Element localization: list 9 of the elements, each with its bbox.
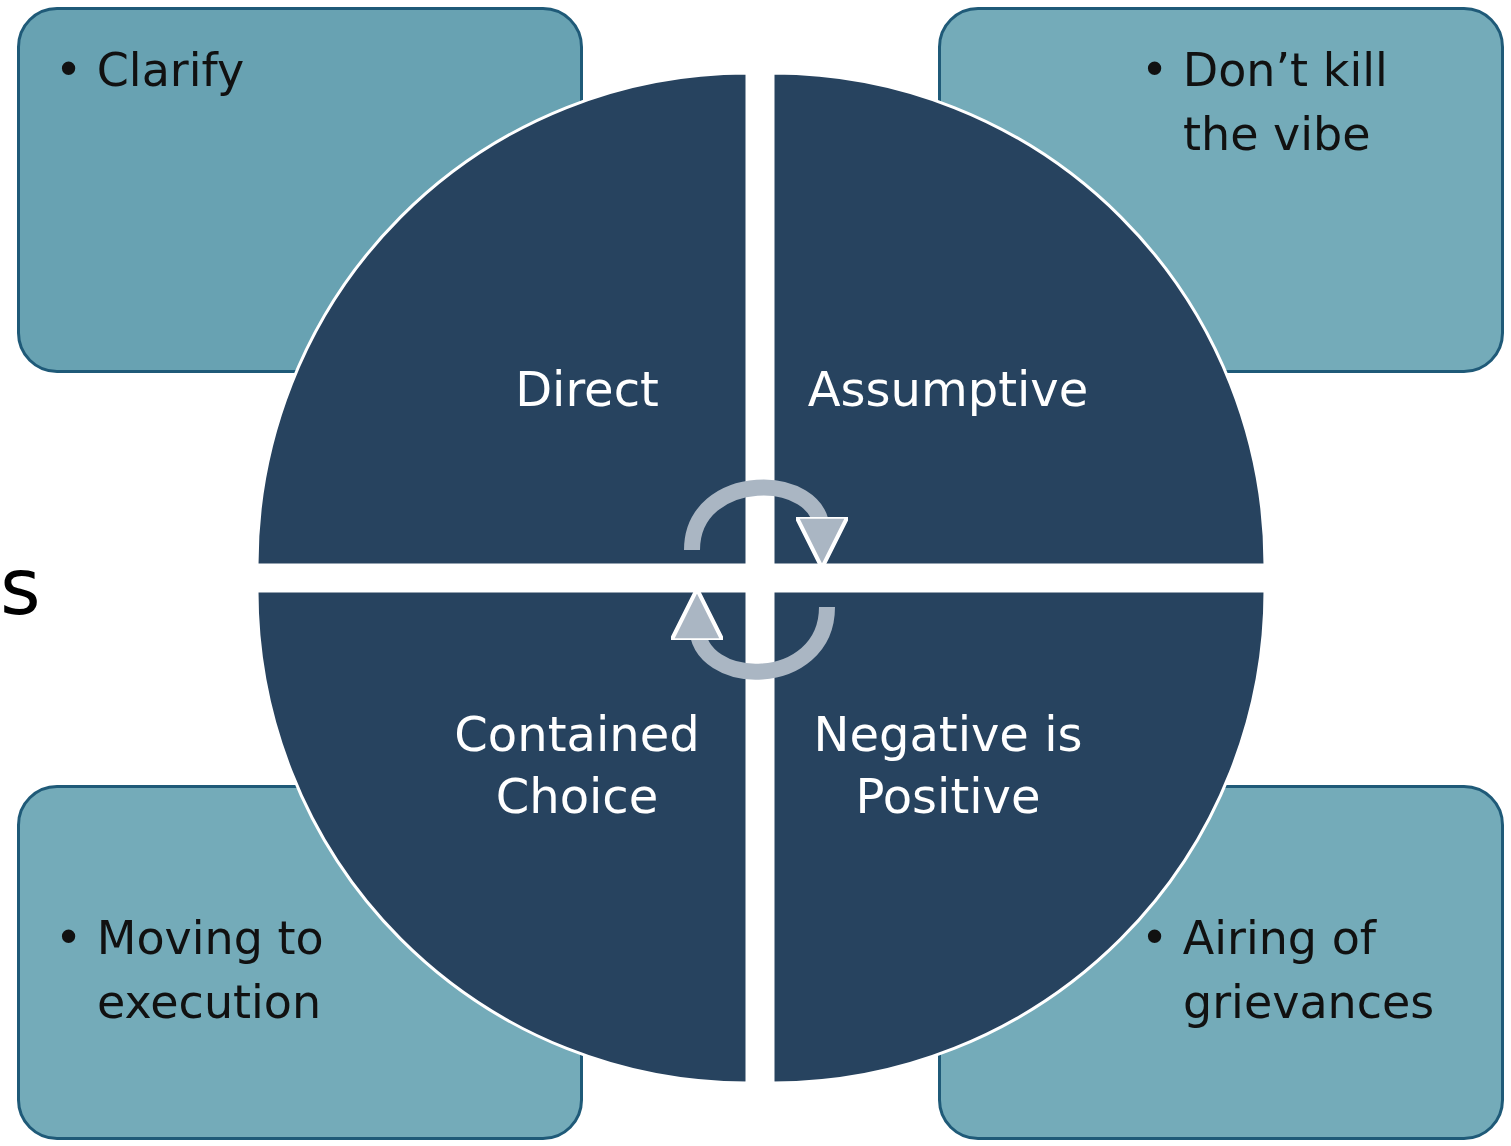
partial-heading-text: s — [0, 548, 41, 626]
bullet-item: • Moving to execution — [55, 910, 325, 1031]
quadrant-label: Negative is Positive — [812, 705, 1084, 826]
bullet-item: • Don’t kill the vibe — [1141, 42, 1389, 163]
quadrant-label: Contained Choice — [453, 705, 701, 826]
quadrant-label: Assumptive — [806, 360, 1090, 419]
bullet-item: • Clarify — [55, 42, 246, 99]
quadrant-label: Direct — [514, 360, 660, 419]
bullet-item: • Airing of grievances — [1141, 910, 1436, 1031]
